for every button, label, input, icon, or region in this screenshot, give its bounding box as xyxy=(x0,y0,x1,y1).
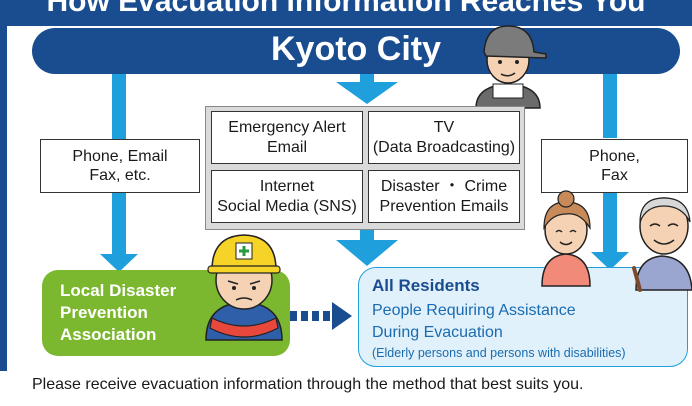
center-connector-bottom xyxy=(360,230,374,242)
emergency-alert-line2: Email xyxy=(266,138,307,156)
frame-left-edge xyxy=(0,26,7,371)
association-line2: Prevention xyxy=(60,303,148,323)
residents-title: All Residents xyxy=(372,276,480,295)
center-top-arrowhead xyxy=(336,82,398,104)
channel-phone-email-fax: Phone, Email Fax, etc. xyxy=(40,139,200,193)
elderly-woman-figure xyxy=(541,190,591,287)
internet-line1: Internet xyxy=(259,178,315,196)
city-worker-figure xyxy=(475,25,547,109)
center-connector-top xyxy=(360,72,374,84)
channel-right-line2: Fax xyxy=(601,167,628,184)
tv-line1: TV xyxy=(433,119,455,137)
tv-line2: (Data Broadcasting) xyxy=(372,138,516,156)
disaster-crime-line2: Prevention Emails xyxy=(379,197,509,215)
right-connector-upper xyxy=(603,70,617,138)
left-connector-upper xyxy=(112,70,126,140)
channel-disaster-crime-emails: Disaster ・ Crime Prevention Emails xyxy=(368,170,520,223)
association-line1: Local Disaster xyxy=(60,281,177,300)
emergency-alert-line1: Emergency Alert xyxy=(228,119,346,137)
residents-note: (Elderly persons and persons with disabi… xyxy=(372,346,626,360)
disaster-crime-line1: Disaster ・ Crime xyxy=(380,178,508,196)
left-arrowhead xyxy=(100,254,138,272)
city-name: Kyoto City xyxy=(271,30,441,68)
residents-line1: People Requiring Assistance xyxy=(372,302,576,319)
title-band xyxy=(0,0,692,26)
footer-note: Please receive evacuation information th… xyxy=(32,376,584,393)
channel-internet-sns: Internet Social Media (SNS) xyxy=(211,170,363,223)
right-connector-lower xyxy=(603,192,617,254)
center-bottom-arrowhead xyxy=(336,240,398,266)
association-label: Local Disaster Prevention Association xyxy=(60,280,176,346)
city-bar xyxy=(32,28,680,74)
left-connector-lower xyxy=(112,192,126,256)
channel-right-line1: Phone, xyxy=(589,147,640,165)
channel-left-line1: Phone, Email xyxy=(72,147,168,165)
internet-line2: Social Media (SNS) xyxy=(217,197,357,215)
elderly-man-figure xyxy=(632,197,692,292)
channel-left-line2: Fax, etc. xyxy=(89,167,151,184)
residents-box xyxy=(358,267,688,367)
channel-emergency-alert-email: Emergency Alert Email xyxy=(211,111,363,164)
channel-phone-fax: Phone, Fax xyxy=(541,139,688,193)
residents-line2: During Evacuation xyxy=(372,324,503,341)
helmet-worker-figure xyxy=(205,234,283,341)
channel-tv: TV (Data Broadcasting) xyxy=(368,111,520,164)
diagram-title: How Evacuation Information Reaches You xyxy=(46,0,646,18)
right-arrowhead xyxy=(591,252,629,270)
association-line3: Association xyxy=(60,325,157,345)
